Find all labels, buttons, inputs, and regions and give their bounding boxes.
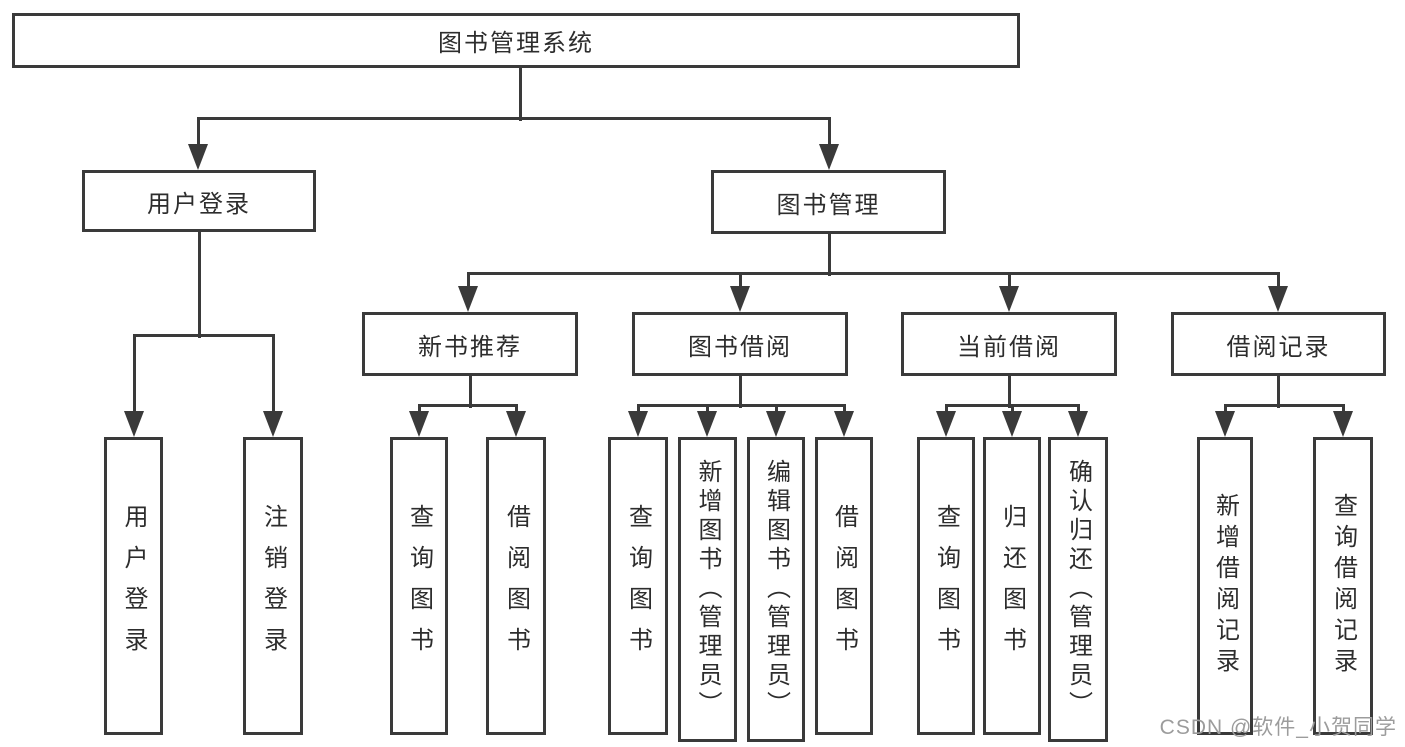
arrow-down-icon: [819, 144, 839, 170]
connector-stem-root: [518, 68, 522, 121]
arrow-down-icon: [730, 286, 750, 312]
connector-rail-user-login: [132, 333, 275, 337]
connector-drop-root: [196, 118, 200, 146]
arrow-down-icon: [506, 411, 526, 437]
connector-drop-book-mgmt: [738, 273, 742, 288]
node-new-book-rec: 新书推荐: [362, 312, 578, 376]
connector-drop-book-borrow: [705, 405, 709, 413]
connector-stem-book-mgmt: [827, 234, 831, 276]
arrow-down-icon: [1333, 411, 1353, 437]
node-leaf-query-book-3: 查询图书: [917, 437, 975, 735]
connector-stem-book-borrow: [738, 376, 742, 408]
connector-rail-book-mgmt: [466, 271, 1280, 275]
node-leaf-borrow-book-2: 借阅图书: [815, 437, 873, 735]
connector-drop-book-borrow: [774, 405, 778, 413]
arrow-down-icon: [936, 411, 956, 437]
connector-drop-book-mgmt: [1007, 273, 1011, 288]
node-leaf-query-book-2: 查询图书: [608, 437, 668, 735]
node-borrow-record: 借阅记录: [1171, 312, 1386, 376]
connector-drop-current-borrow: [1076, 405, 1080, 413]
connector-drop-user-login: [271, 335, 275, 413]
arrow-down-icon: [834, 411, 854, 437]
connector-stem-borrow-record: [1276, 376, 1280, 408]
connector-drop-current-borrow: [1010, 405, 1014, 413]
connector-rail-book-borrow: [636, 403, 846, 407]
connector-drop-current-borrow: [944, 405, 948, 413]
node-leaf-add-record: 新增借阅记录: [1197, 437, 1253, 735]
node-book-borrow: 图书借阅: [632, 312, 848, 376]
arrow-down-icon: [458, 286, 478, 312]
arrow-down-icon: [697, 411, 717, 437]
connector-drop-borrow-record: [1341, 405, 1345, 413]
node-leaf-borrow-book-1: 借阅图书: [486, 437, 546, 735]
connector-drop-book-borrow: [842, 405, 846, 413]
node-leaf-confirm-return: 确认归还（管理员）: [1048, 437, 1108, 742]
connector-drop-user-login: [132, 335, 136, 413]
arrow-down-icon: [263, 411, 283, 437]
arrow-down-icon: [628, 411, 648, 437]
connector-rail-borrow-record: [1223, 403, 1345, 407]
node-current-borrow: 当前借阅: [901, 312, 1117, 376]
arrow-down-icon: [766, 411, 786, 437]
connector-drop-book-mgmt: [1276, 273, 1280, 288]
node-root: 图书管理系统: [12, 13, 1020, 68]
connector-drop-borrow-record: [1223, 405, 1227, 413]
node-leaf-user-login: 用户登录: [104, 437, 163, 735]
connector-stem-user-login: [197, 232, 201, 338]
arrow-down-icon: [1068, 411, 1088, 437]
node-leaf-logout: 注销登录: [243, 437, 303, 735]
connector-rail-root: [196, 116, 831, 120]
connector-rail-new-book-rec: [417, 403, 518, 407]
connector-stem-current-borrow: [1007, 376, 1011, 408]
node-leaf-return-book: 归还图书: [983, 437, 1041, 735]
node-leaf-query-book-1: 查询图书: [390, 437, 448, 735]
node-book-mgmt: 图书管理: [711, 170, 946, 234]
arrow-down-icon: [188, 144, 208, 170]
node-user-login: 用户登录: [82, 170, 316, 232]
arrow-down-icon: [999, 286, 1019, 312]
connector-drop-new-book-rec: [417, 405, 421, 413]
arrow-down-icon: [124, 411, 144, 437]
connector-drop-book-borrow: [636, 405, 640, 413]
arrow-down-icon: [1002, 411, 1022, 437]
arrow-down-icon: [1215, 411, 1235, 437]
connector-drop-root: [827, 118, 831, 146]
node-leaf-query-record: 查询借阅记录: [1313, 437, 1373, 735]
node-leaf-edit-book: 编辑图书（管理员）: [747, 437, 805, 742]
connector-drop-book-mgmt: [466, 273, 470, 288]
arrow-down-icon: [409, 411, 429, 437]
arrow-down-icon: [1268, 286, 1288, 312]
connector-drop-new-book-rec: [514, 405, 518, 413]
connector-stem-new-book-rec: [468, 376, 472, 408]
node-leaf-add-book: 新增图书（管理员）: [678, 437, 737, 742]
